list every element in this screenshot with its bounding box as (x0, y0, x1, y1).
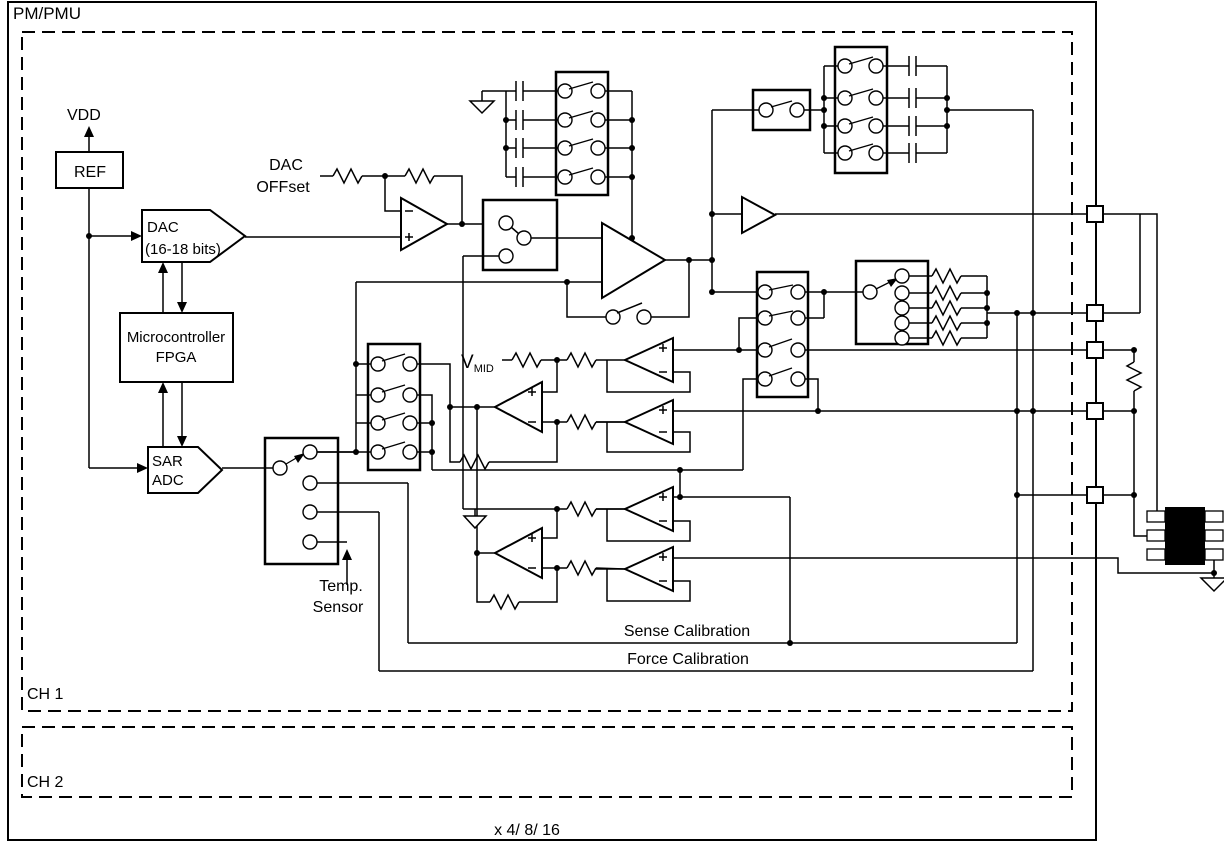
dac-offset-label-line1: DAC (269, 157, 303, 174)
temp-sensor-pointer (342, 549, 352, 585)
channel1-region (21, 31, 1073, 712)
output-buffer-amp (712, 195, 1087, 235)
switch-bank-right (673, 270, 1087, 470)
ref-label: REF (74, 164, 106, 181)
dac-offset-label-line2: OFFset (256, 179, 310, 196)
switch-rows (824, 56, 884, 161)
junction-dots (86, 95, 1217, 646)
adc-label-line1: SAR (152, 453, 183, 470)
reference-section (55, 126, 148, 473)
sense-buffer-amps (596, 336, 1214, 643)
adc-input-mux (263, 436, 409, 671)
cap-rows (883, 55, 947, 164)
vmid-diff-amp (449, 352, 625, 553)
channel1-label: CH 1 (27, 686, 64, 703)
channel2-region (21, 726, 1073, 798)
sense-calibration-label: Sense Calibration (624, 623, 750, 640)
temp-sensor-label-line1: Temp. (319, 578, 363, 595)
source-select-switch (462, 198, 602, 509)
temp-sensor-label-line2: Sensor (313, 599, 364, 616)
force-diff-amp (462, 501, 626, 610)
dac-offset-amp (245, 168, 483, 252)
force-calibration-label: Force Calibration (627, 651, 749, 668)
dut-chip: DUT (1146, 507, 1224, 593)
dac-label-line1: DAC (147, 219, 179, 236)
dac-label-line2: (16-18 bits) (145, 241, 221, 258)
mcu-block (119, 262, 234, 447)
page-title: PM/PMU (13, 4, 81, 23)
pad-aux (1086, 486, 1104, 504)
cap-rows (506, 80, 558, 188)
io-pads (1017, 205, 1158, 537)
pad-force-out (1086, 205, 1104, 223)
switch-rows (557, 81, 606, 185)
switch-bank-center (310, 282, 743, 472)
pad-sense-hi (1086, 341, 1104, 359)
main-force-amp (356, 110, 713, 325)
channel2-label: CH 2 (27, 774, 64, 791)
range-resistors (909, 268, 987, 346)
multiplier-label: x 4/ 8/ 16 (494, 822, 560, 839)
cap-switch-bank-top-center (468, 70, 633, 238)
vmid-label: VMID (461, 352, 494, 375)
dut-body (1165, 507, 1205, 565)
vdd-label: VDD (67, 107, 101, 124)
pmu-outer-border (7, 1, 1097, 841)
pad-sense-lo (1086, 402, 1104, 420)
pad-range-out (1086, 304, 1104, 322)
dut-label: DUT (1169, 529, 1202, 546)
adc-label-line2: ADC (152, 472, 184, 489)
rc-bank-top-right (712, 45, 1034, 671)
mcu-label-line1: Microcontroller (127, 329, 225, 346)
dac-block (141, 209, 247, 263)
range-resistor-mux (854, 259, 1087, 346)
pad-wiring (1017, 213, 1158, 537)
mcu-label-line2: FPGA (156, 349, 197, 366)
calibration-lines (379, 313, 1033, 672)
